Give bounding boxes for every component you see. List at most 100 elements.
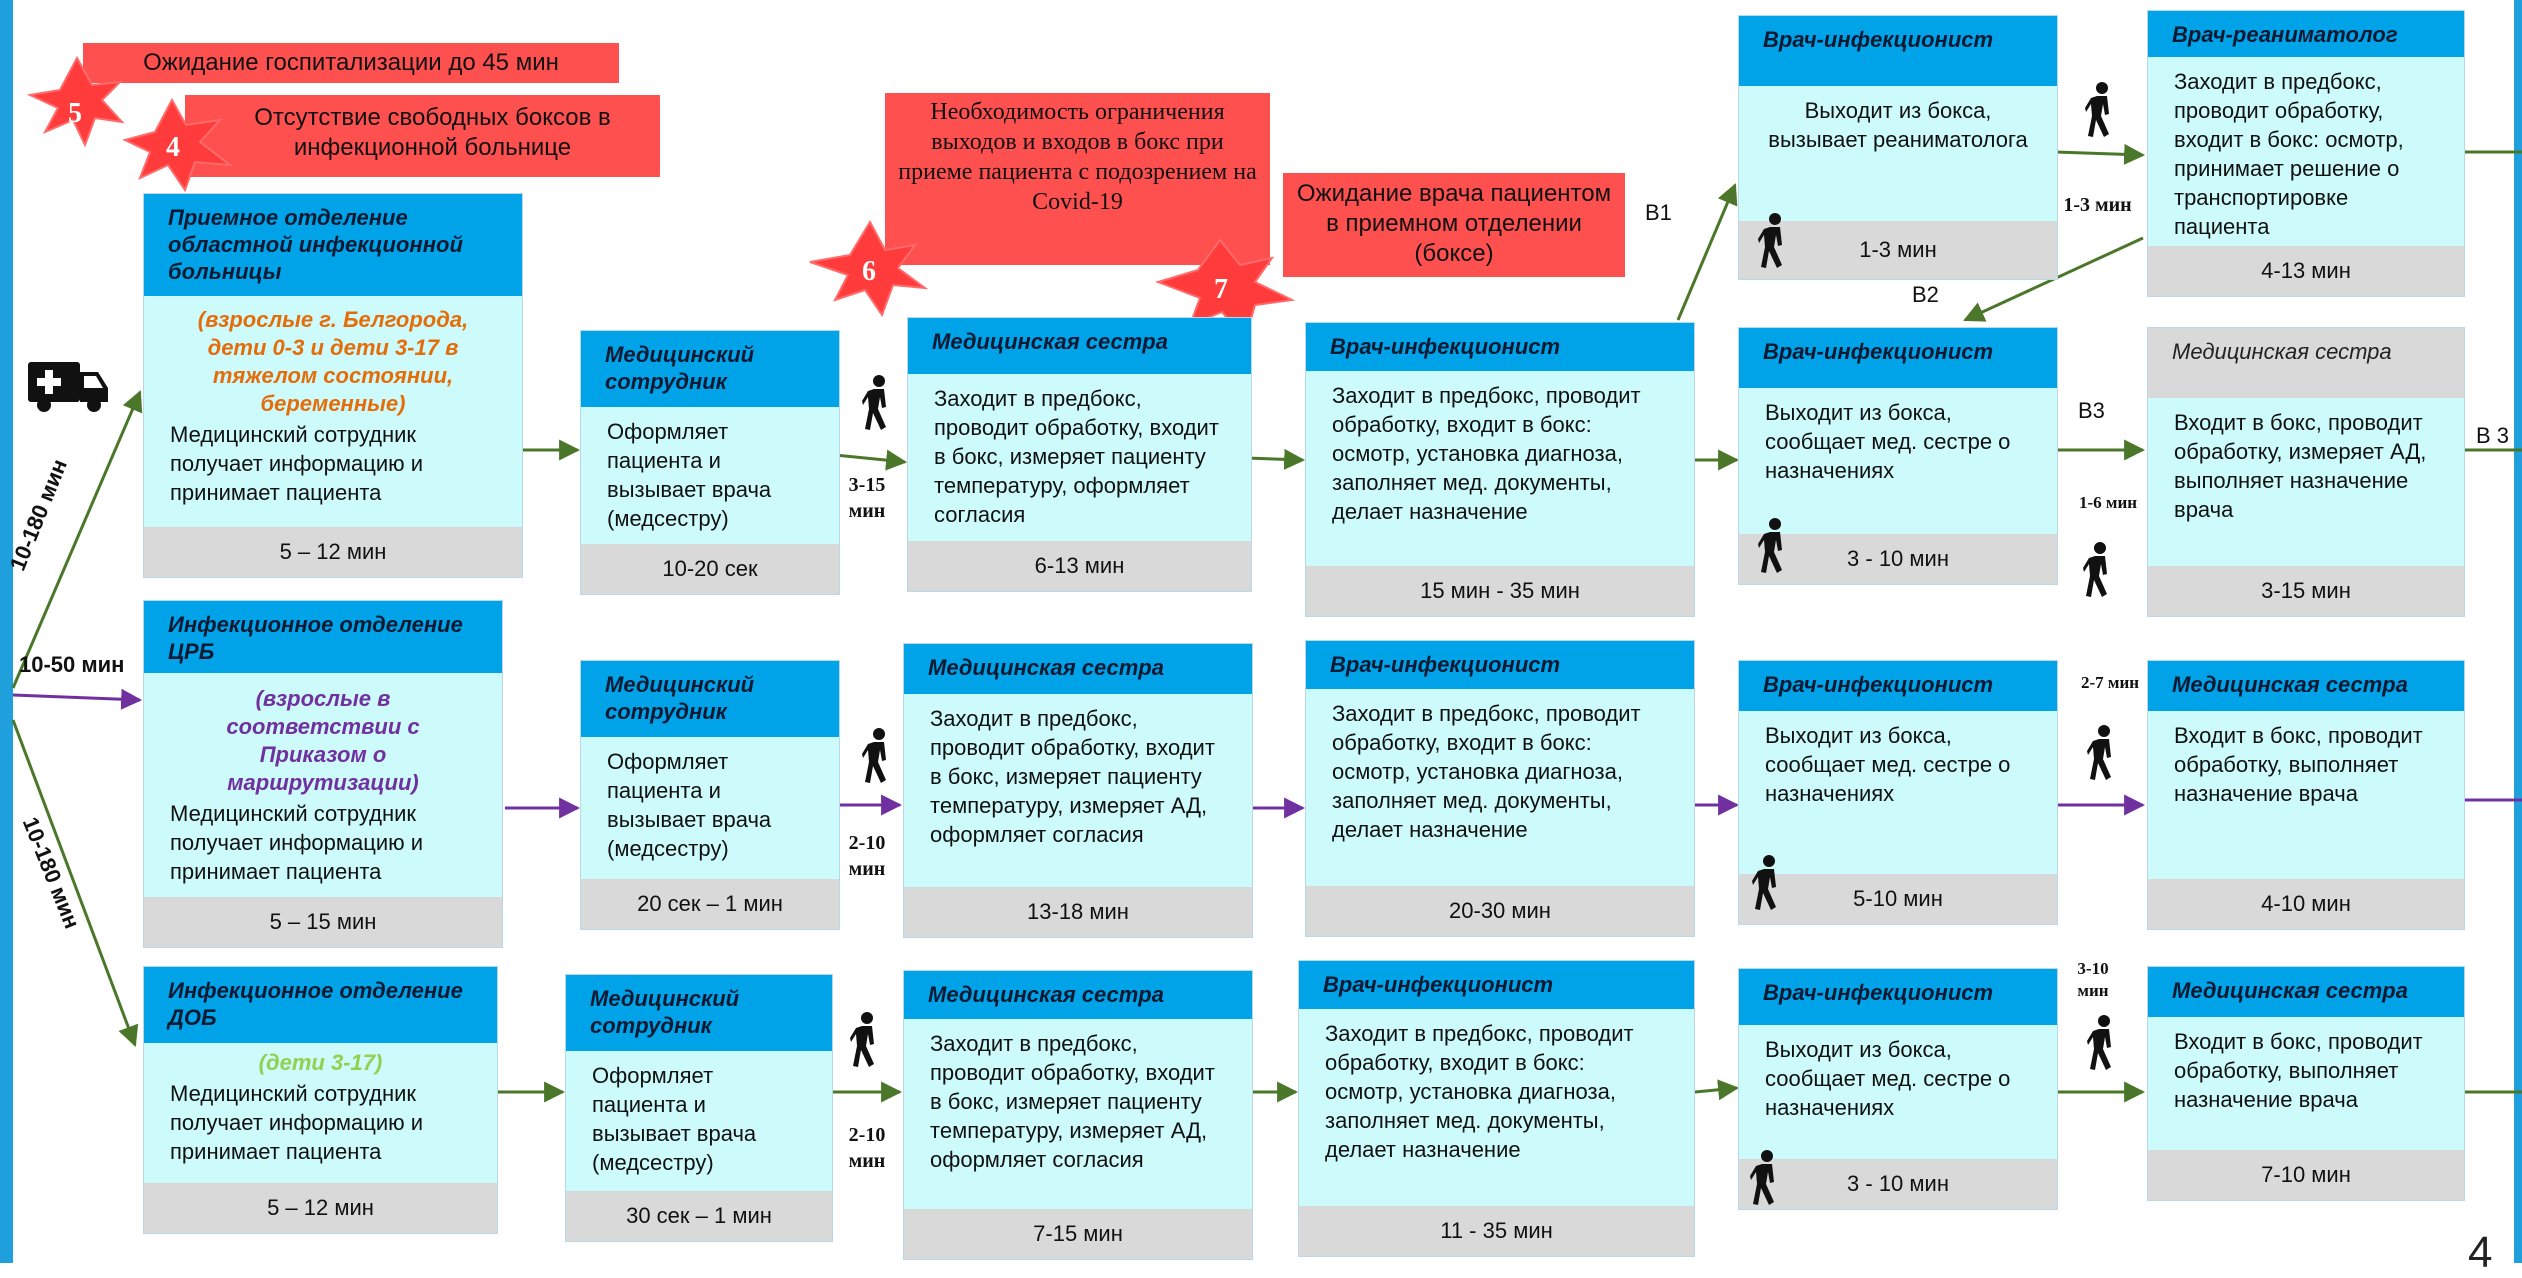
card-title: Врач-инфекционист — [1739, 969, 2057, 1025]
card-body: Заходит в предбокс, проводит обработку, … — [930, 706, 1215, 847]
card-title: Врач-инфекционист — [1299, 961, 1694, 1009]
card-body: Входит в бокс, проводит обработку, выпол… — [2174, 723, 2423, 806]
alert-no-free-boxes: Отсутствие свободных боксов в инфекционн… — [185, 95, 660, 177]
r1-nurse-card: Медицинская сестра Заходит в предбокс, п… — [907, 317, 1252, 592]
star-5 — [26, 55, 125, 148]
r1-staff-card: Медицинский сотрудник Оформляет пациента… — [580, 330, 840, 595]
r1-b2-card: Врач-инфекционист Выходит из бокса, сооб… — [1738, 327, 2058, 585]
walk-time-r2-last: 2-7 мин — [2080, 673, 2140, 692]
walk-time-r1: 3-15 мин — [848, 474, 886, 522]
r2-nurse-card: Медицинская сестра Заходит в предбокс, п… — [903, 643, 1253, 938]
card-body: Медицинский сотрудник получает информаци… — [170, 801, 424, 884]
walking-person-icon — [2085, 82, 2109, 137]
r1-reanim-card: Врач-реаниматолог Заходит в предбокс, пр… — [2147, 10, 2465, 297]
walking-person-icon — [862, 728, 886, 783]
card-time: 30 сек – 1 мин — [566, 1191, 832, 1241]
walking-person-icon — [1758, 213, 1782, 268]
arrow-r1-b1-reanim — [2054, 143, 2146, 165]
walking-person-icon — [1750, 1150, 1774, 1205]
card-time: 3 - 10 мин — [1739, 534, 2057, 584]
r3-last-card: Медицинская сестра Входит в бокс, провод… — [2147, 966, 2465, 1201]
r1-b3-card: Медицинская сестра Входит в бокс, провод… — [2147, 327, 2465, 617]
route-arrow-middle — [12, 688, 143, 710]
r3-out-card: Врач-инфекционист Выходит из бокса, сооб… — [1738, 968, 2058, 1210]
r3-staff-card: Медицинский сотрудник Оформляет пациента… — [565, 974, 833, 1242]
card-title: Медицинский сотрудник — [581, 661, 839, 737]
branch-label-b3: В3 — [2078, 398, 2105, 423]
card-title: Медицинский сотрудник — [566, 975, 832, 1051]
card-title: Врач-реаниматолог — [2148, 11, 2464, 57]
card-body: Оформляет пациента и вызывает врача (мед… — [607, 419, 772, 531]
arrow-r1-doctor-b1 — [1676, 183, 1738, 321]
walk-time-r2: 2-10 мин — [848, 832, 886, 880]
walk-time-b3: 1-6 мин — [2078, 493, 2138, 512]
arrow-r3-doctor-out — [1694, 1079, 1740, 1101]
card-title: Инфекционное отделение ДОБ — [144, 967, 497, 1043]
r3-nurse-card: Медицинская сестра Заходит в предбокс, п… — [903, 970, 1253, 1260]
r3-doctor-card: Врач-инфекционист Заходит в предбокс, пр… — [1298, 960, 1695, 1257]
walking-person-icon — [2087, 725, 2111, 780]
card-body: Медицинский сотрудник получает информаци… — [170, 422, 424, 505]
branch-label-b1: В1 — [1645, 200, 1672, 225]
card-time: 20-30 мин — [1306, 886, 1694, 936]
r1-b1-card: Врач-инфекционист Выходит из бокса, вызы… — [1738, 15, 2058, 280]
walking-person-icon — [862, 375, 886, 430]
card-time: 11 - 35 мин — [1299, 1206, 1694, 1256]
walking-person-icon — [850, 1012, 874, 1067]
r1-doctor-card: Врач-инфекционист Заходит в предбокс, пр… — [1305, 322, 1695, 617]
star-label-4: 4 — [166, 132, 180, 163]
card-title: Медицинская сестра — [904, 971, 1252, 1019]
card-time: 20 сек – 1 мин — [581, 879, 839, 929]
card-body: Выходит из бокса, сообщает мед. сестре о… — [1765, 723, 2011, 806]
card-title: Врач-инфекционист — [1739, 661, 2057, 711]
walking-person-icon — [1758, 518, 1782, 573]
alert-restrict-box-access: Необходимость ограничения выходов и вход… — [885, 93, 1270, 265]
card-time: 1-3 мин — [1739, 221, 2057, 279]
page-number: 4 — [2468, 1228, 2493, 1277]
star-4 — [122, 97, 234, 193]
card-title: Медицинская сестра — [2148, 661, 2464, 711]
card-time: 3 - 10 мин — [1739, 1159, 2057, 1209]
arrow-r1-nurse-doctor — [1245, 448, 1306, 470]
card-subtitle: (дети 3-17) — [258, 1050, 383, 1075]
card-title: Медицинская сестра — [904, 644, 1252, 694]
card-body: Заходит в предбокс, проводит обработку, … — [2174, 69, 2404, 239]
card-subtitle: (взрослые г. Белгорода, дети 0-3 и дети … — [197, 307, 469, 416]
r2-last-card: Медицинская сестра Входит в бокс, провод… — [2147, 660, 2465, 930]
star-6 — [809, 219, 929, 318]
card-title: Медицинская сестра — [2148, 328, 2464, 398]
r2-staff-card: Медицинский сотрудник Оформляет пациента… — [580, 660, 840, 930]
card-time: 5 – 12 мин — [144, 527, 522, 577]
r2-out-card: Врач-инфекционист Выходит из бокса, сооб… — [1738, 660, 2058, 925]
card-time: 4-13 мин — [2148, 246, 2464, 296]
card-title: Врач-инфекционист — [1739, 328, 2057, 388]
star-label-7: 7 — [1214, 274, 1228, 305]
walk-time-r3-last: 3-10 мин — [2077, 959, 2109, 1000]
card-time: 5 – 12 мин — [144, 1183, 497, 1233]
card-time: 7-15 мин — [904, 1209, 1252, 1259]
card-time: 5 – 15 мин — [144, 897, 502, 947]
r3-entry-card: Инфекционное отделение ДОБ (дети 3-17) М… — [143, 966, 498, 1234]
walking-person-icon — [2083, 542, 2107, 597]
card-body: Оформляет пациента и вызывает врача (мед… — [592, 1063, 757, 1175]
r1-entry-card: Приемное отделение областной инфекционно… — [143, 193, 523, 578]
card-time: 15 мин - 35 мин — [1306, 566, 1694, 616]
alert-waiting-hospitalization: Ожидание госпитализации до 45 мин — [83, 43, 619, 83]
route-arrow-top — [11, 390, 143, 689]
card-body: Выходит из бокса, вызывает реаниматолога — [1768, 98, 2028, 152]
card-title: Инфекционное отделение ЦРБ — [144, 601, 502, 673]
walking-person-icon — [1752, 855, 1776, 910]
walk-time-r3: 2-10 мин — [848, 1124, 886, 1172]
card-time: 5-10 мин — [1739, 874, 2057, 924]
card-time: 10-20 сек — [581, 544, 839, 594]
card-time: 3-15 мин — [2148, 566, 2464, 616]
r2-doctor-card: Врач-инфекционист Заходит в предбокс, пр… — [1305, 640, 1695, 937]
right-accent-bar — [2514, 0, 2522, 1263]
card-body: Оформляет пациента и вызывает врача (мед… — [607, 749, 772, 861]
card-title: Врач-инфекционист — [1306, 323, 1694, 371]
card-body: Заходит в предбокс, проводит обработку, … — [1332, 701, 1641, 842]
card-body: Выходит из бокса, сообщает мед. сестре о… — [1765, 1037, 2011, 1120]
